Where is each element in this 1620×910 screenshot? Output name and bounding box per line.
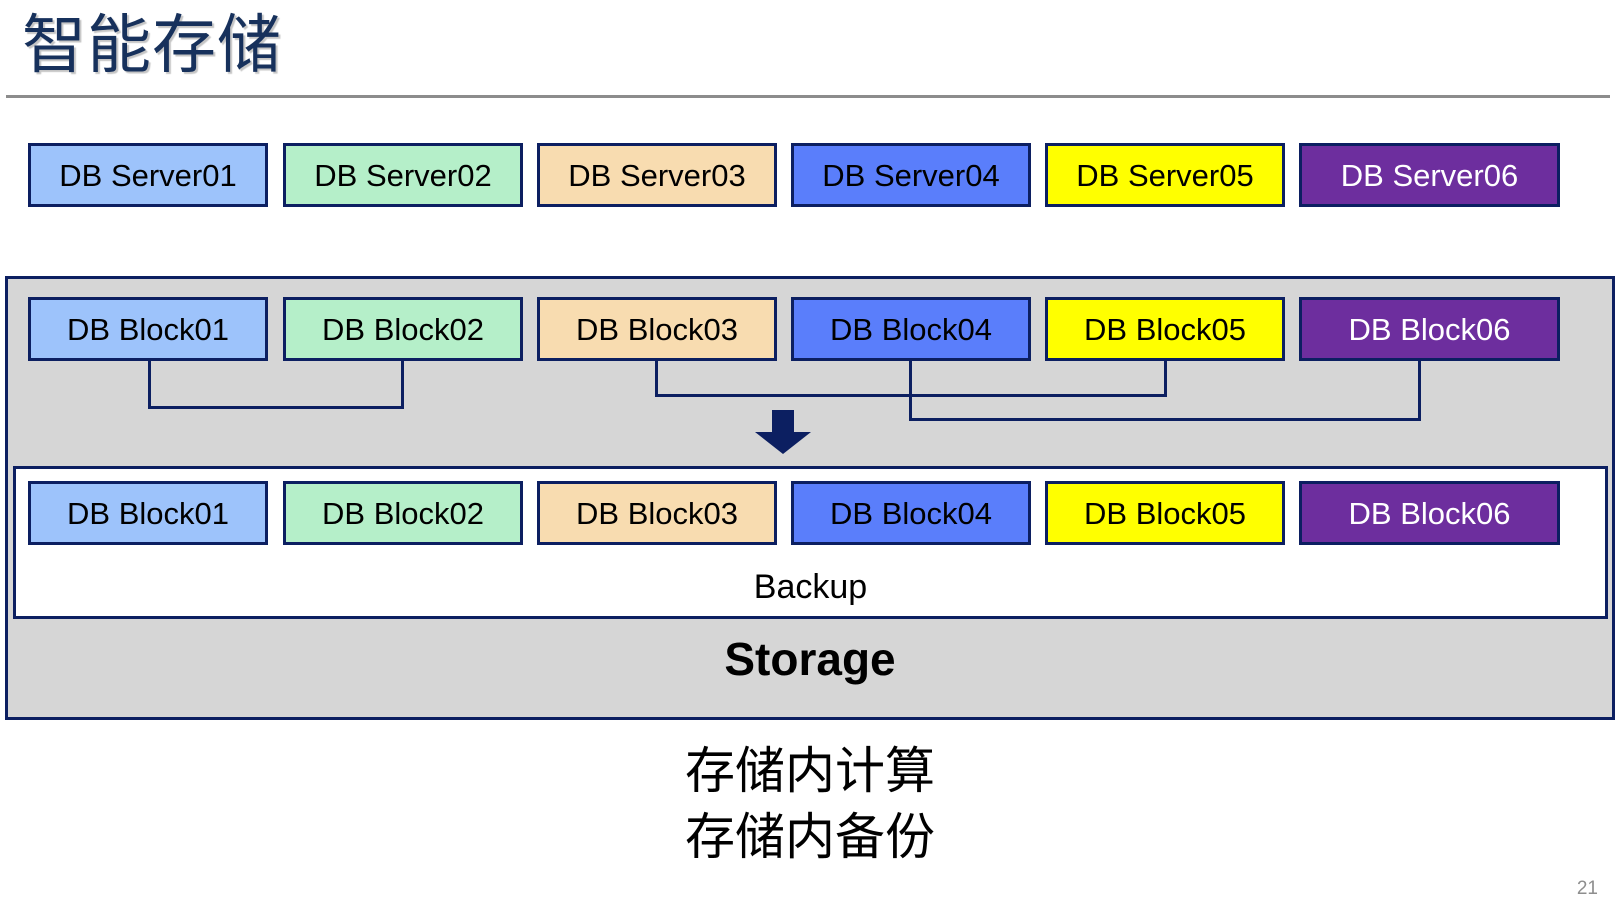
db-block-primary-box-label: DB Block03 [576,311,738,347]
db-block-primary-box-2[interactable]: DB Block02 [283,297,523,361]
db-block-primary-box-label: DB Block06 [1348,311,1511,347]
db-server-box-label: DB Server05 [1076,157,1254,193]
caption-block: 存储内计算存储内备份 [0,738,1620,870]
bracket-block01-block02-left-leg [148,361,151,409]
page-number: 21 [1576,878,1598,899]
replicate-down-arrow [755,410,811,454]
db-block-primary-box-label: DB Block05 [1084,311,1246,347]
bracket-block03-block05-right-leg [1164,361,1167,397]
db-server-box-label: DB Server03 [568,157,746,193]
db-block-backup-box-4[interactable]: DB Block04 [791,481,1031,545]
db-server-box-label: DB Server01 [59,157,237,193]
db-server-box-4[interactable]: DB Server04 [791,143,1031,207]
bracket-block01-block02-span [148,406,404,409]
db-block-primary-box-5[interactable]: DB Block05 [1045,297,1285,361]
db-block-backup-box-1[interactable]: DB Block01 [28,481,268,545]
db-server-box-2[interactable]: DB Server02 [283,143,523,207]
db-server-box-label: DB Server02 [314,157,492,193]
bracket-block01-block02-right-leg [401,361,404,409]
db-block-backup-box-5[interactable]: DB Block05 [1045,481,1285,545]
db-server-box-3[interactable]: DB Server03 [537,143,777,207]
bracket-block03-block05-left-leg [655,361,658,397]
db-block-backup-box-label: DB Block05 [1084,495,1246,531]
bracket-block04-block06-left-leg [909,361,912,421]
db-server-box-label: DB Server04 [822,157,1000,193]
db-block-primary-box-label: DB Block01 [67,311,229,347]
db-block-backup-box-label: DB Block02 [322,495,484,531]
db-block-primary-box-1[interactable]: DB Block01 [28,297,268,361]
db-block-backup-box-label: DB Block04 [830,495,992,531]
caption-line-1: 存储内计算 [685,743,935,799]
db-block-backup-box-label: DB Block01 [67,495,229,531]
db-block-primary-box-3[interactable]: DB Block03 [537,297,777,361]
db-block-backup-box-label: DB Block06 [1348,495,1511,531]
bracket-block04-block06-right-leg [1418,361,1421,421]
storage-label: Storage [724,633,896,685]
db-block-backup-box-2[interactable]: DB Block02 [283,481,523,545]
page-title: 智能存储 [22,9,282,81]
db-server-box-1[interactable]: DB Server01 [28,143,268,207]
title-divider [6,95,1610,98]
db-block-backup-box-3[interactable]: DB Block03 [537,481,777,545]
caption-line-2: 存储内备份 [685,809,935,865]
db-block-primary-box-4[interactable]: DB Block04 [791,297,1031,361]
bracket-block04-block06-span [909,418,1421,421]
db-block-primary-box-label: DB Block04 [830,311,992,347]
db-server-box-label: DB Server06 [1340,157,1519,193]
db-block-backup-box-6[interactable]: DB Block06 [1299,481,1560,545]
db-block-backup-box-label: DB Block03 [576,495,738,531]
backup-label: Backup [753,568,868,606]
db-server-box-5[interactable]: DB Server05 [1045,143,1285,207]
db-block-primary-box-label: DB Block02 [322,311,484,347]
db-block-primary-box-6[interactable]: DB Block06 [1299,297,1560,361]
db-server-box-6[interactable]: DB Server06 [1299,143,1560,207]
